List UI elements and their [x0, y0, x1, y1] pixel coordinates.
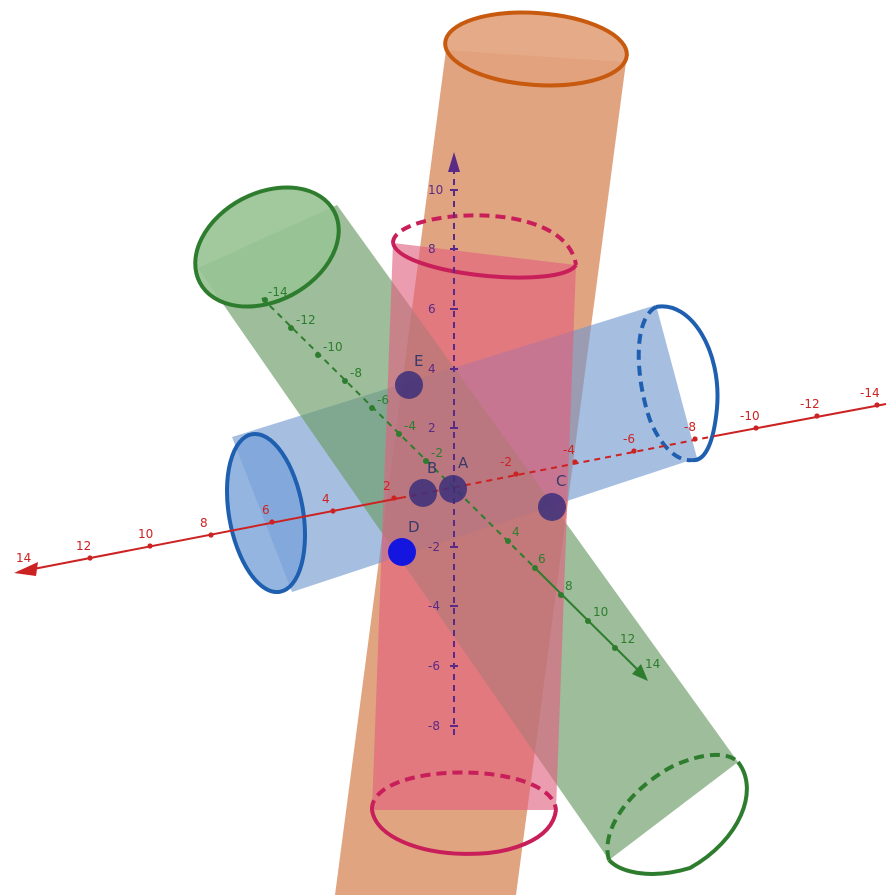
y-tick-mark — [342, 378, 348, 384]
x-axis-ticks: 14 12 10 8 6 4 2 -2 -4 -6 -8 -10 -12 -14 — [16, 386, 880, 565]
y-tick-mark — [262, 297, 268, 303]
z-tick-label: -6 — [428, 659, 440, 673]
x-tick-mark — [208, 532, 214, 538]
y-tick-label: -6 — [377, 393, 389, 407]
y-tick-label: -14 — [268, 285, 288, 299]
x-tick-mark — [391, 495, 397, 501]
z-axis — [448, 152, 460, 735]
x-tick-mark — [753, 425, 759, 431]
point-dark-icon[interactable] — [439, 475, 467, 503]
y-tick-mark — [288, 325, 294, 331]
z-tick-label: -4 — [428, 599, 440, 613]
y-tick-mark — [396, 431, 402, 437]
x-axis-arrow-icon — [14, 562, 38, 576]
y-tick-label: 6 — [538, 552, 546, 566]
x-tick-mark — [692, 436, 698, 442]
y-tick-mark — [612, 645, 618, 651]
x-tick-mark — [147, 543, 153, 549]
x-tick-label: -2 — [500, 455, 512, 469]
x-tick-label: -12 — [800, 397, 820, 411]
point-label-c: C — [556, 472, 566, 490]
y-axis-arrow-icon — [632, 664, 648, 681]
z-tick-label: -2 — [428, 540, 440, 554]
green-cylinder-bottom-rim — [607, 760, 749, 876]
point-dark-icon[interactable] — [395, 371, 423, 399]
blue-cylinder-left-end — [225, 431, 307, 595]
z-tick-label: 4 — [428, 362, 436, 376]
x-tick-mark — [631, 448, 637, 454]
x-tick-mark — [87, 555, 93, 561]
blue-cylinder-right-rim — [655, 304, 720, 463]
z-tick-label: 6 — [428, 302, 436, 316]
y-tick-label: -10 — [323, 340, 343, 354]
x-tick-label: 8 — [200, 516, 208, 530]
y-tick-label: 12 — [620, 632, 635, 646]
z-tick-label: 10 — [428, 183, 443, 197]
y-tick-mark — [505, 538, 511, 544]
y-tick-mark — [423, 458, 429, 464]
x-tick-mark — [330, 508, 336, 514]
y-tick-label: 10 — [593, 605, 608, 619]
point-label-e: E — [414, 352, 423, 370]
y-tick-label: 14 — [645, 657, 660, 671]
x-tick-label: -6 — [623, 432, 635, 446]
y-tick-mark — [315, 352, 321, 358]
blue-cylinder-right-rim-hidden — [636, 305, 693, 463]
y-tick-label: -2 — [431, 446, 443, 460]
z-tick-label: 2 — [428, 421, 436, 435]
x-tick-mark — [269, 519, 275, 525]
pink-cylinder-top-rim-back — [390, 213, 578, 266]
x-tick-mark — [572, 459, 578, 465]
x-tick-mark — [874, 402, 880, 408]
x-tick-label: -8 — [684, 420, 696, 434]
z-axis-arrow-icon — [448, 152, 460, 172]
x-tick-mark — [814, 413, 820, 419]
pink-cylinder-body — [372, 243, 576, 810]
point-label-d: D — [408, 518, 420, 536]
y-axis-ticks: -14 -12 -10 -8 -6 -4 -2 4 6 8 10 12 14 — [262, 285, 660, 671]
y-tick-mark — [532, 565, 538, 571]
x-tick-label: 2 — [383, 479, 391, 493]
point-blue-icon[interactable] — [388, 538, 416, 566]
z-tick-label: -8 — [428, 719, 440, 733]
z-axis-ticks: 10 8 6 4 2 -2 -4 -6 -8 — [428, 183, 458, 733]
pink-cylinder-bottom-rim-back — [369, 770, 558, 811]
y-tick-mark — [585, 618, 591, 624]
x-tick-label: 6 — [262, 503, 270, 517]
points-layer: A B C D E — [388, 352, 566, 566]
x-tick-label: 10 — [138, 527, 153, 541]
x-tick-label: -14 — [860, 386, 880, 400]
y-tick-label: 8 — [565, 579, 573, 593]
x-tick-label: -4 — [563, 443, 575, 457]
y-tick-mark — [369, 405, 375, 411]
x-tick-label: 14 — [16, 551, 31, 565]
pink-cylinder-bottom-rim-front — [370, 809, 558, 856]
y-tick-label: -8 — [350, 366, 362, 380]
y-tick-label: -12 — [296, 313, 316, 327]
y-tick-label: 4 — [512, 525, 520, 539]
green-cylinder-top-end — [193, 185, 341, 309]
green-cylinder-bottom-rim-hidden — [605, 752, 740, 861]
point-label-b: B — [427, 459, 437, 477]
y-tick-label: -4 — [404, 419, 416, 433]
orange-cylinder-top-rim — [443, 10, 629, 88]
point-dark-icon[interactable] — [409, 479, 437, 507]
point-label-a: A — [458, 454, 469, 472]
y-tick-mark — [558, 592, 564, 598]
x-tick-mark — [513, 471, 519, 477]
x-tick-label: 12 — [76, 539, 91, 553]
pink-cylinder[interactable] — [369, 213, 578, 856]
z-tick-label: 8 — [428, 242, 436, 256]
pink-cylinder-top-rim-front — [391, 242, 578, 280]
point-dark-icon[interactable] — [538, 493, 566, 521]
x-tick-label: 4 — [322, 492, 330, 506]
x-tick-label: -10 — [740, 409, 760, 423]
